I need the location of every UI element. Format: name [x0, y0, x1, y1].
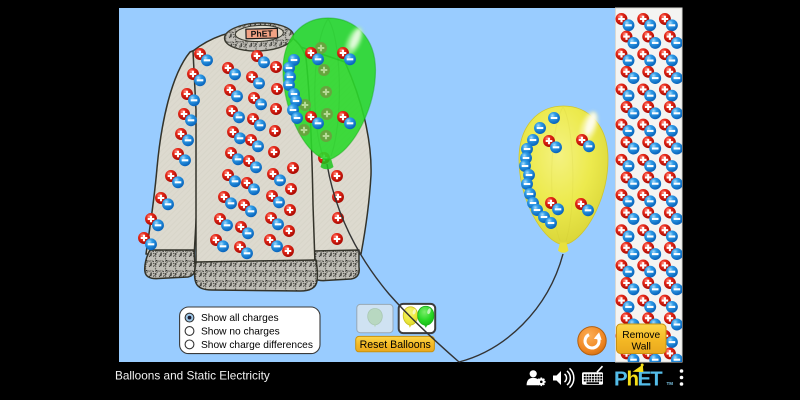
svg-text:Remove: Remove	[622, 330, 660, 341]
svg-text:PhET: PhET	[251, 28, 274, 39]
svg-text:Show no charges: Show no charges	[201, 326, 280, 337]
svg-text:Balloons and Static Electricit: Balloons and Static Electricity	[115, 368, 270, 382]
svg-text:P: P	[614, 367, 628, 390]
svg-text:TM: TM	[667, 381, 674, 386]
svg-text:ET: ET	[638, 367, 664, 390]
svg-text:Show charge differences: Show charge differences	[201, 340, 313, 351]
svg-text:h: h	[627, 367, 640, 390]
svg-text:Show all charges: Show all charges	[201, 313, 279, 324]
svg-text:Reset Balloons: Reset Balloons	[360, 339, 431, 351]
svg-text:Wall: Wall	[631, 341, 650, 352]
